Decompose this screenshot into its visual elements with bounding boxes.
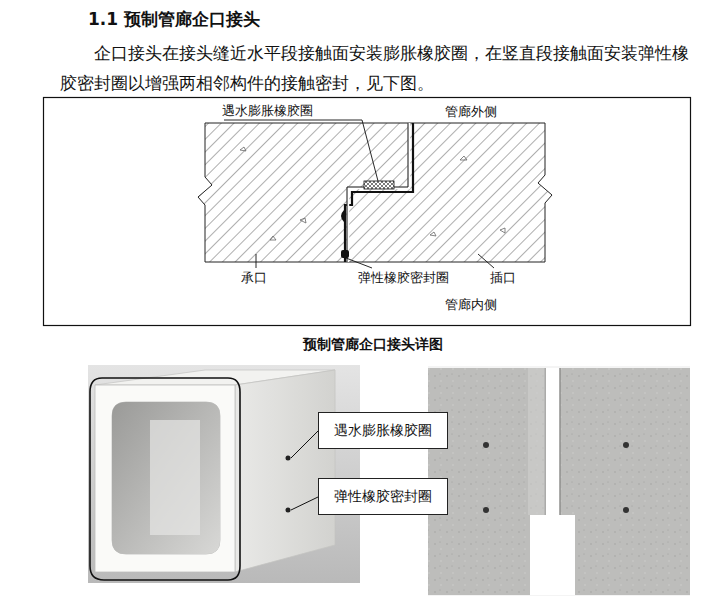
body-paragraph: 企口接头在接头缝近水平段接触面安装膨胀橡胶圈，在竖直段接触面安装弹性橡胶密封圈以… [60,38,692,98]
callout-box: 遇水膨胀橡胶圈 [318,412,448,449]
callout-text: 弹性橡胶密封圈 [334,488,432,506]
side-label: 管廊外侧 [445,103,497,121]
figure-caption: 预制管廊企口接头详图 [303,336,443,354]
callout-box: 弹性橡胶密封圈 [318,478,448,515]
part-label: 插口 [490,269,516,287]
part-label: 弹性橡胶密封圈 [358,269,449,287]
section-heading: 1.1 预制管廊企口接头 [88,8,260,31]
callout-text: 遇水膨胀橡胶圈 [334,422,432,440]
side-label: 管廊内侧 [445,296,497,314]
part-label: 承口 [241,269,267,287]
part-label: 遇水膨胀橡胶圈 [222,102,313,120]
